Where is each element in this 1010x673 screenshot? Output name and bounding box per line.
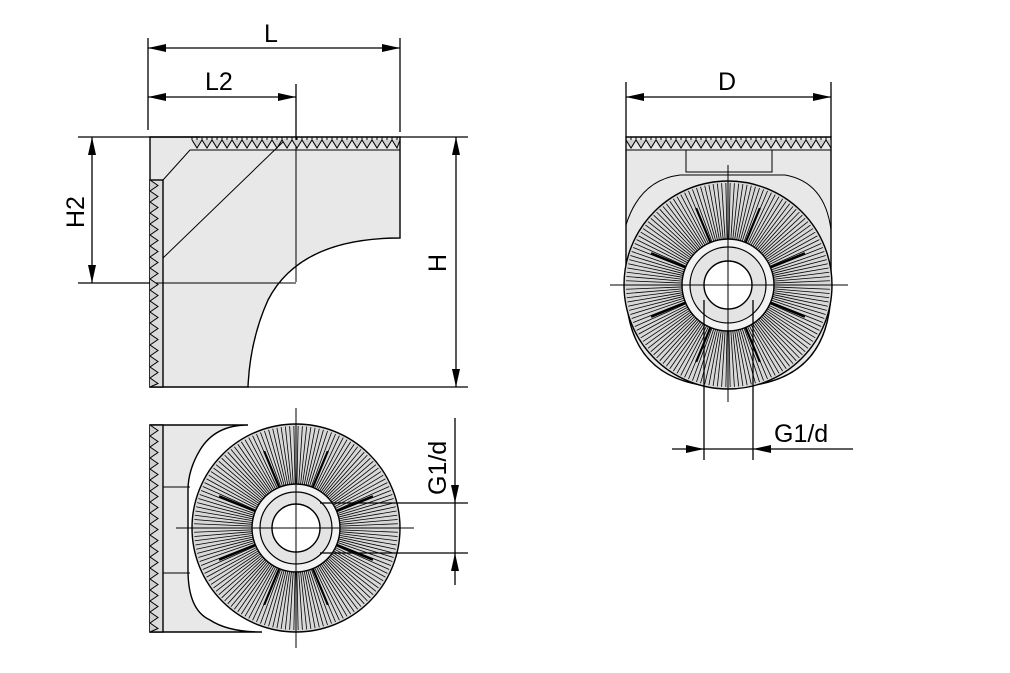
side-view-body [149, 136, 401, 388]
dimension-G1d-side: G1/d [320, 418, 468, 585]
dimension-L: L [147, 20, 401, 132]
dimension-label-H: H [424, 254, 452, 272]
side-view-left-serration [149, 179, 160, 388]
bottom-view-left-serration [149, 424, 160, 633]
dimension-H: H [248, 136, 468, 388]
side-view-diagonal [162, 139, 286, 259]
dimension-D: D [625, 68, 832, 137]
front-view-top-serration [625, 137, 832, 150]
front-view [610, 136, 848, 402]
dimension-label-L2: L2 [205, 68, 233, 96]
dimension-H2: H2 [62, 136, 200, 284]
side-view-chamfer [162, 149, 400, 181]
dimension-L2: L2 [148, 68, 297, 140]
side-view-top-serration [191, 137, 401, 150]
dimension-label-G1d-front: G1/d [774, 420, 828, 448]
bottom-view [149, 408, 414, 648]
dimension-label-H2: H2 [62, 196, 90, 228]
dimension-label-D: D [718, 68, 736, 96]
dimension-G1d-front: G1/d [672, 300, 853, 460]
side-view [149, 136, 401, 388]
dimension-label-G1d-side: G1/d [424, 441, 452, 495]
dimension-label-L: L [264, 20, 278, 48]
